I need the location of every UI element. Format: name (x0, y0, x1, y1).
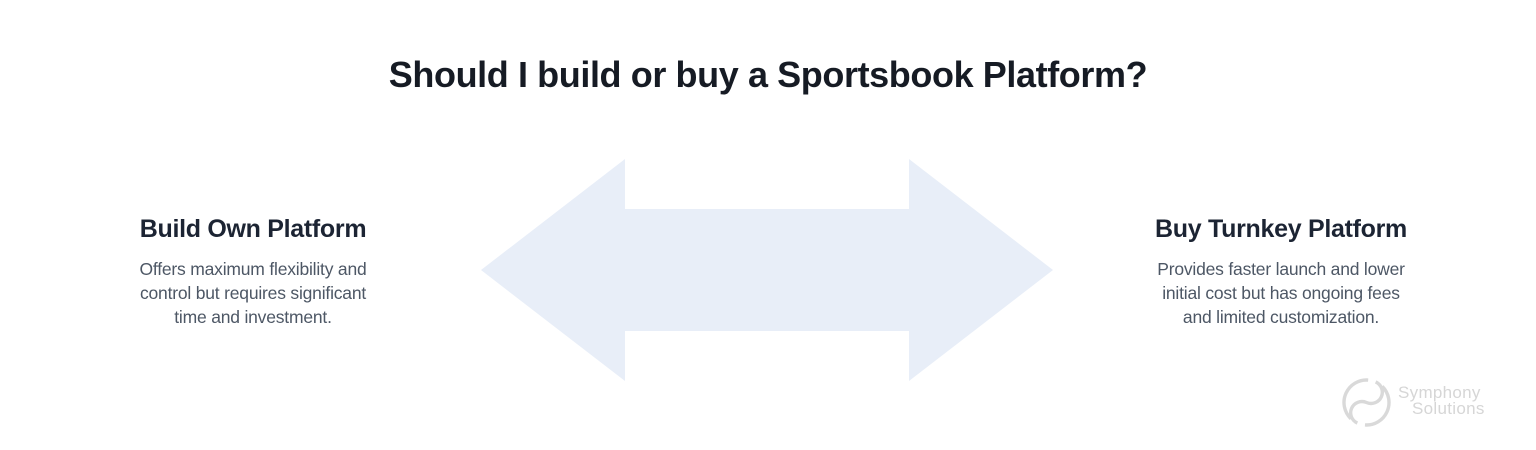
description-line: and limited customization. (1182, 307, 1380, 327)
double-arrow-icon (481, 159, 1053, 381)
page-title: Should I build or buy a Sportsbook Platf… (388, 54, 1148, 95)
option-build-own-description: Offers maximum flexibility and control b… (83, 257, 423, 329)
description-line: time and investment. (174, 307, 332, 327)
double-arrow-shape (481, 159, 1053, 381)
logo-line1: Symphony (1398, 383, 1481, 402)
option-buy-turnkey-heading: Buy Turnkey Platform (1155, 215, 1407, 243)
symphony-swirl-icon (1342, 378, 1391, 427)
description-line: control but requires significant (139, 283, 367, 303)
logo-wordmark: Symphony Solutions (1398, 383, 1485, 418)
description-line: initial cost but has ongoing fees (1162, 283, 1400, 303)
option-build-own: Build Own Platform Offers maximum flexib… (83, 214, 423, 329)
option-build-own-heading: Build Own Platform (139, 215, 367, 243)
description-line: Offers maximum flexibility and (139, 259, 367, 279)
logo-line2: Solutions (1412, 398, 1485, 418)
description-line: Provides faster launch and lower (1157, 259, 1405, 279)
option-buy-turnkey-description: Provides faster launch and lower initial… (1111, 257, 1451, 329)
option-buy-turnkey: Buy Turnkey Platform Provides faster lau… (1111, 214, 1451, 329)
symphony-solutions-logo: Symphony Solutions (1340, 376, 1485, 429)
